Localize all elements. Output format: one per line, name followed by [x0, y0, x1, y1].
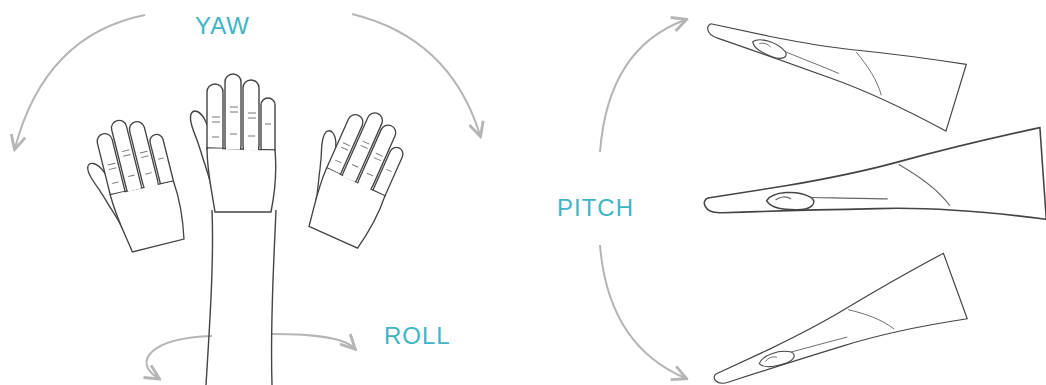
axis-label: PITCH [555, 194, 636, 222]
roll-arrow [146, 334, 354, 378]
left-hand [78, 111, 188, 258]
right-hand [288, 97, 415, 250]
center-hand [190, 74, 276, 385]
axis-label: YAW [193, 12, 252, 40]
pitch-hands [699, 0, 1046, 385]
axis-label: ROLL [382, 322, 453, 350]
